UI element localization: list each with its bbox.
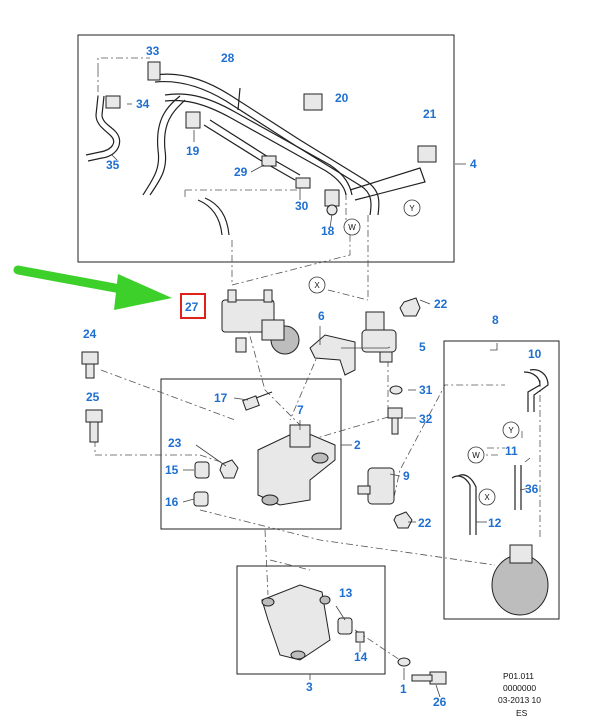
callout-17: 17: [214, 391, 228, 405]
bushing-13: [337, 617, 353, 635]
ref-W1: W: [348, 223, 356, 232]
grommet-15: [194, 461, 210, 479]
ref-circle-W1: [343, 218, 361, 236]
callout-13: 13: [339, 586, 353, 600]
callout-18: 18: [321, 224, 335, 238]
callout-26: 26: [433, 695, 447, 709]
bracket-3: [261, 584, 331, 661]
ref-code-line4: ES: [516, 708, 528, 718]
grommet-16: [193, 491, 209, 507]
callout-15: 15: [165, 463, 179, 477]
bolt-26: [411, 671, 447, 685]
leader-lines: [111, 103, 531, 698]
callout-34: 34: [136, 97, 150, 111]
ref-W2: W: [472, 451, 480, 460]
callout-22-top: 22: [434, 297, 448, 311]
frame-canister-assembly: [443, 340, 560, 620]
callout-25: 25: [86, 390, 100, 404]
callout-19: 19: [186, 144, 200, 158]
spacer-14: [355, 631, 365, 643]
canister-assembly: [451, 369, 549, 616]
ref-circle-X2: [478, 488, 496, 506]
clip-33: [147, 61, 161, 81]
callout-7: 7: [297, 403, 304, 417]
callout-3: 3: [306, 680, 313, 694]
frame-lower-bracket: [236, 565, 386, 675]
valve-5: [361, 311, 397, 363]
callout-16: 16: [165, 495, 179, 509]
clip-34: [105, 95, 121, 109]
solenoid-27: [221, 289, 300, 355]
nut-22-top: [399, 297, 421, 317]
nut-22-bottom: [393, 511, 413, 529]
frame-hose-assembly: [77, 34, 455, 263]
valve-9: [357, 467, 395, 505]
ref-circle-Y2: [502, 421, 520, 439]
valve-18-body: [326, 204, 338, 216]
clip-30: [295, 177, 311, 189]
ref-code-line1: P01.011: [503, 671, 534, 681]
callout-31: 31: [419, 383, 433, 397]
clip-19: [185, 111, 201, 129]
callout-14: 14: [354, 650, 368, 664]
ref-circle-X1: [308, 276, 326, 294]
clip-20: [303, 93, 323, 111]
canister-36: [491, 554, 549, 616]
callout-9: 9: [403, 469, 410, 483]
bolt-25: [85, 409, 103, 443]
callout-32: 32: [419, 412, 433, 426]
washer-31: [389, 385, 403, 395]
ref-circle-W2: [467, 446, 485, 464]
frame-bracket-assembly: [160, 378, 342, 530]
callout-35: 35: [106, 158, 120, 172]
callout-4: 4: [470, 157, 477, 171]
clip-29: [261, 155, 277, 167]
callout-21: 21: [423, 107, 437, 121]
callout-8: 8: [492, 313, 499, 327]
highlight-box-27: [180, 293, 206, 319]
clip-21: [417, 145, 437, 163]
ref-X2: X: [484, 493, 490, 502]
callout-6: 6: [318, 309, 325, 323]
bracket-6: [309, 334, 356, 376]
callout-2: 2: [354, 438, 361, 452]
callout-23: 23: [168, 436, 182, 450]
callout-12: 12: [488, 516, 502, 530]
callout-33: 33: [146, 44, 160, 58]
ref-Y1: Y: [409, 204, 415, 213]
ref-Y2: Y: [508, 426, 514, 435]
callout-29: 29: [234, 165, 248, 179]
valve-18: [324, 189, 340, 207]
callout-24: 24: [83, 327, 97, 341]
dashed-lines: [94, 57, 541, 661]
bolt-24: [81, 351, 99, 379]
callout-22-bottom: 22: [418, 516, 432, 530]
callout-1: 1: [400, 682, 407, 696]
nut-23: [219, 459, 239, 479]
bolt-32: [387, 407, 403, 435]
callout-11: 11: [505, 444, 518, 458]
ref-X1: X: [314, 281, 320, 290]
ref-code-line3: 03-2013 10: [498, 695, 541, 705]
reference-code: P01.011 0000000 03-2013 10 ES: [498, 671, 541, 718]
ref-code-line2: 0000000: [503, 683, 536, 693]
callout-36: 36: [525, 482, 539, 496]
callout-5: 5: [419, 340, 426, 354]
bolt-17: [242, 391, 273, 411]
ref-circle-Y1: [403, 199, 421, 217]
callout-20: 20: [335, 91, 349, 105]
callout-30: 30: [295, 199, 309, 213]
callout-numbers: 33 28 34 20 21 19 35 4 29 30 18 27 22 6 …: [83, 44, 542, 709]
washer-1: [397, 657, 411, 667]
hose-assembly: [85, 61, 437, 236]
pointer-arrow: [13, 265, 172, 310]
bracket-2: [257, 424, 336, 506]
callout-10: 10: [528, 347, 542, 361]
callout-27: 27: [185, 300, 199, 314]
callout-28: 28: [221, 51, 235, 65]
